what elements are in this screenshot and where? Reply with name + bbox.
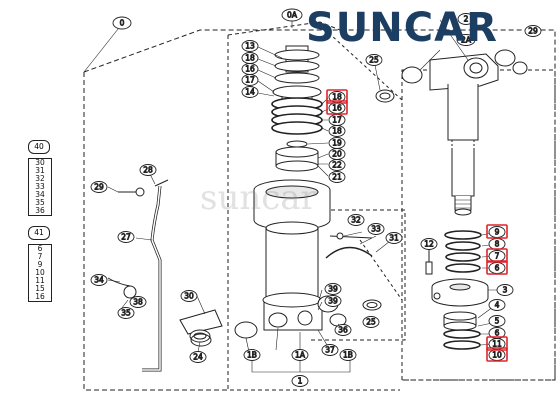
brand-logo: SUNCAR xyxy=(306,5,498,51)
callout-10: 10 xyxy=(492,351,502,360)
callout-24: 24 xyxy=(193,353,203,362)
callout-27: 27 xyxy=(121,233,131,242)
callout-34: 34 xyxy=(94,276,104,285)
callout-28: 28 xyxy=(143,166,153,175)
callout-39-b: 39 xyxy=(328,297,338,306)
callout-1b-b: 1B xyxy=(343,351,353,360)
callout-29-b: 29 xyxy=(528,27,538,36)
callout-5: 5 xyxy=(495,317,500,326)
group-41-item: 16 xyxy=(35,292,45,301)
callout-32: 32 xyxy=(351,216,361,225)
callout-2a: 2A xyxy=(461,36,472,45)
group-41-item: 7 xyxy=(37,252,43,261)
callout-31: 31 xyxy=(389,234,399,243)
group-41-item: 10 xyxy=(35,268,45,277)
group-40-item: 31 xyxy=(35,166,45,175)
group-41-item: 11 xyxy=(35,276,45,285)
seal-kit-highlights xyxy=(326,89,508,362)
callout-7: 7 xyxy=(495,252,500,261)
callout-0: 0 xyxy=(120,19,125,28)
callout-8: 8 xyxy=(495,240,500,249)
callout-25-a: 25 xyxy=(366,318,376,327)
callout-29-a: 29 xyxy=(94,183,104,192)
callout-21: 21 xyxy=(332,173,342,182)
callout-14: 14 xyxy=(245,88,255,97)
callout-16-a: 16 xyxy=(245,65,255,74)
group-40-list: 30 31 32 33 34 35 36 xyxy=(28,158,52,216)
group-40-item: 30 xyxy=(35,158,45,167)
callout-2: 2 xyxy=(464,15,469,24)
callout-3: 3 xyxy=(503,286,508,295)
group-41-list: 6 7 9 10 11 15 16 xyxy=(28,244,52,302)
group-41-item: 6 xyxy=(37,244,43,253)
callout-0a: 0A xyxy=(287,11,298,20)
callout-18-a: 18 xyxy=(245,54,255,63)
callout-6-b: 6 xyxy=(495,329,500,338)
callout-13: 13 xyxy=(245,42,255,51)
group-40-label: 40 xyxy=(28,140,50,154)
group-41-item: 15 xyxy=(35,284,45,293)
callout-6-a: 6 xyxy=(495,264,500,273)
callout-16-b: 16 xyxy=(332,104,342,113)
callout-9: 9 xyxy=(495,228,500,237)
callout-11: 11 xyxy=(492,340,502,349)
callout-35: 35 xyxy=(121,309,131,318)
group-41-label: 41 xyxy=(28,226,50,240)
group-40-item: 35 xyxy=(35,198,45,207)
group-40-item: 36 xyxy=(35,206,45,215)
callout-1: 1 xyxy=(298,377,303,386)
callout-17-b: 17 xyxy=(332,116,342,125)
callout-17-a: 17 xyxy=(245,76,255,85)
callout-18-b: 18 xyxy=(332,93,342,102)
callout-38: 38 xyxy=(133,298,143,307)
watermark-text: suncar xyxy=(200,178,317,218)
callout-20: 20 xyxy=(332,150,342,159)
callout-22: 22 xyxy=(332,161,342,170)
callout-1a: 1A xyxy=(295,351,306,360)
callout-37: 37 xyxy=(325,346,335,355)
group-41-item: 9 xyxy=(37,260,43,269)
callout-18-c: 18 xyxy=(332,127,342,136)
callout-1b-a: 1B xyxy=(247,351,257,360)
callout-39-a: 39 xyxy=(328,285,338,294)
callout-33: 33 xyxy=(371,225,381,234)
callout-30: 30 xyxy=(184,292,194,301)
group-40-item: 34 xyxy=(35,190,45,199)
callout-4: 4 xyxy=(495,301,500,310)
callout-12: 12 xyxy=(424,240,434,249)
group-40-item: 32 xyxy=(35,174,45,183)
callout-36: 36 xyxy=(338,326,348,335)
group-40-item: 33 xyxy=(35,182,45,191)
callout-19: 19 xyxy=(332,139,342,148)
callout-25-b: 25 xyxy=(369,56,379,65)
